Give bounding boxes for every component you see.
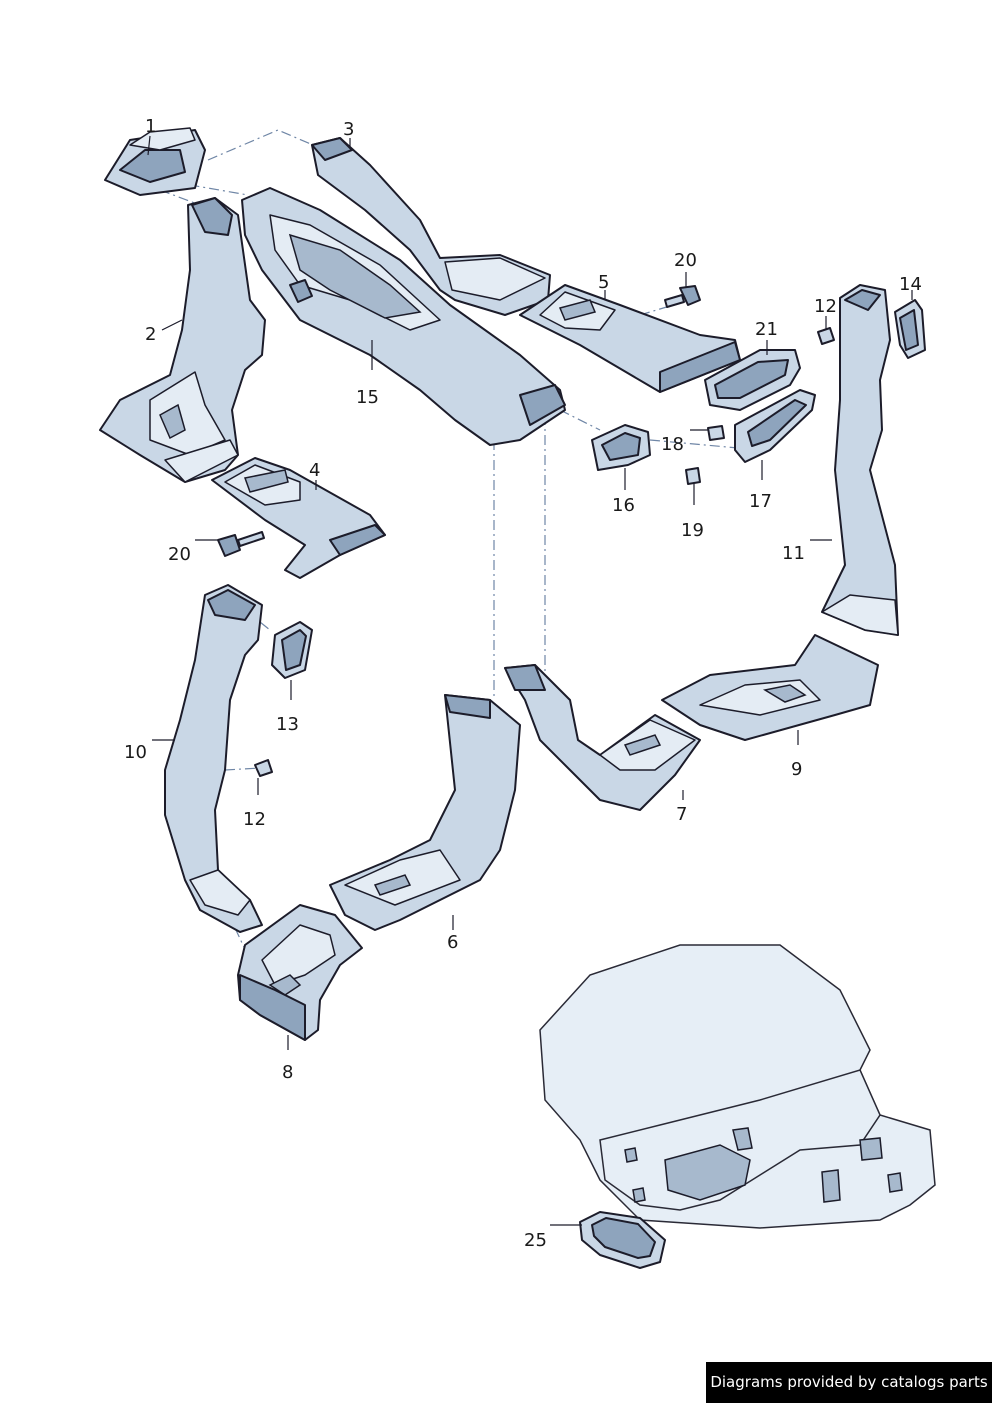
part-18-19-screws [685, 425, 725, 485]
callout-25: 25 [524, 1230, 547, 1251]
part-15-center-duct [241, 187, 566, 446]
callout-1: 1 [145, 116, 156, 137]
part-1-bracket [104, 127, 206, 196]
part-7-duct [504, 664, 701, 811]
callout-12-bottom: 12 [243, 809, 266, 830]
part-4-duct [211, 457, 386, 579]
callout-8: 8 [282, 1062, 293, 1083]
part-12-clip-bottom [254, 759, 273, 777]
part-20-screw-top [664, 285, 701, 308]
callout-4: 4 [309, 460, 320, 481]
callout-21: 21 [755, 319, 778, 340]
leader-lines [147, 135, 913, 1226]
part-20-screw-bottom [217, 531, 265, 557]
callout-13: 13 [276, 714, 299, 735]
part-9-duct [661, 634, 879, 741]
part-14-grille [894, 299, 926, 359]
callout-9: 9 [791, 759, 802, 780]
callout-10: 10 [124, 742, 147, 763]
callout-14: 14 [899, 274, 922, 295]
part-12-clip-top [817, 327, 835, 345]
callout-5: 5 [598, 272, 609, 293]
part-11-duct [821, 284, 899, 636]
car-body-section [539, 944, 936, 1229]
part-17-vent-bracket [734, 389, 816, 463]
callout-2: 2 [145, 324, 156, 345]
callout-12-top: 12 [814, 296, 837, 317]
callout-3: 3 [343, 119, 354, 140]
part-16-clip [591, 424, 651, 471]
callout-20-top: 20 [674, 250, 697, 271]
part-2-duct [99, 197, 266, 483]
part-6-duct [329, 694, 521, 931]
part-21-vent [704, 349, 801, 411]
callout-18: 18 [661, 434, 684, 455]
callout-16: 16 [612, 495, 635, 516]
part-5-duct [519, 284, 741, 393]
callout-19: 19 [681, 520, 704, 541]
callout-20-bottom: 20 [168, 544, 191, 565]
callout-17: 17 [749, 491, 772, 512]
callout-15: 15 [356, 387, 379, 408]
callout-11: 11 [782, 543, 805, 564]
callout-7: 7 [676, 804, 687, 825]
part-10-duct [164, 584, 263, 933]
callout-6: 6 [447, 932, 458, 953]
part-3-duct [311, 137, 551, 316]
part-13-grille [271, 621, 313, 679]
callout-labels: 1 2 3 4 5 6 7 8 9 10 11 12 12 13 14 15 1… [124, 116, 922, 1251]
part-25-grille [579, 1211, 666, 1269]
part-8-elbow [237, 904, 363, 1041]
watermark-banner: Diagrams provided by catalogs parts [706, 1362, 992, 1403]
